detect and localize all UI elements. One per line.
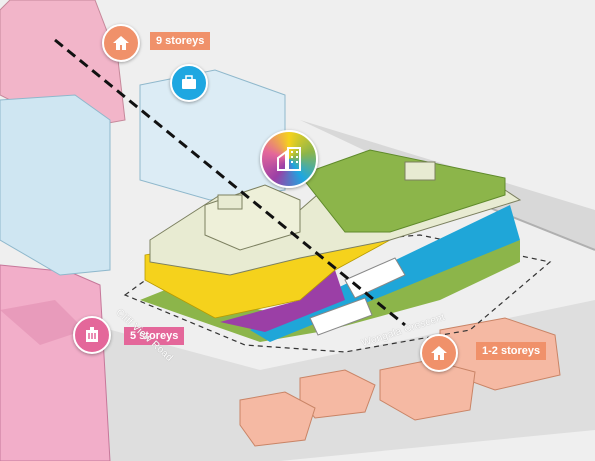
house-4 <box>239 391 316 447</box>
building-left-pink <box>0 264 111 461</box>
label-9-storeys: 9 storeys <box>150 32 211 50</box>
podium-purple <box>220 270 345 332</box>
label-5-storeys: 5 storeys <box>124 327 185 345</box>
apartment-building-icon <box>260 130 318 188</box>
briefcase-icon <box>170 64 208 102</box>
label-1-2-storeys: 1-2 storeys <box>476 342 547 360</box>
civic-building-icon <box>73 316 111 354</box>
landscape-base <box>140 240 520 342</box>
ramp-lower <box>309 297 373 336</box>
house-icon <box>102 24 140 62</box>
building-blue-left <box>0 94 111 276</box>
green-roof <box>299 149 506 233</box>
rooftop-unit <box>404 161 436 181</box>
house-icon <box>420 334 458 372</box>
view-line <box>54 38 406 327</box>
building-left-pink-roof <box>0 300 85 345</box>
building-blue-center <box>139 69 286 201</box>
rooftop-unit-2 <box>217 194 243 210</box>
